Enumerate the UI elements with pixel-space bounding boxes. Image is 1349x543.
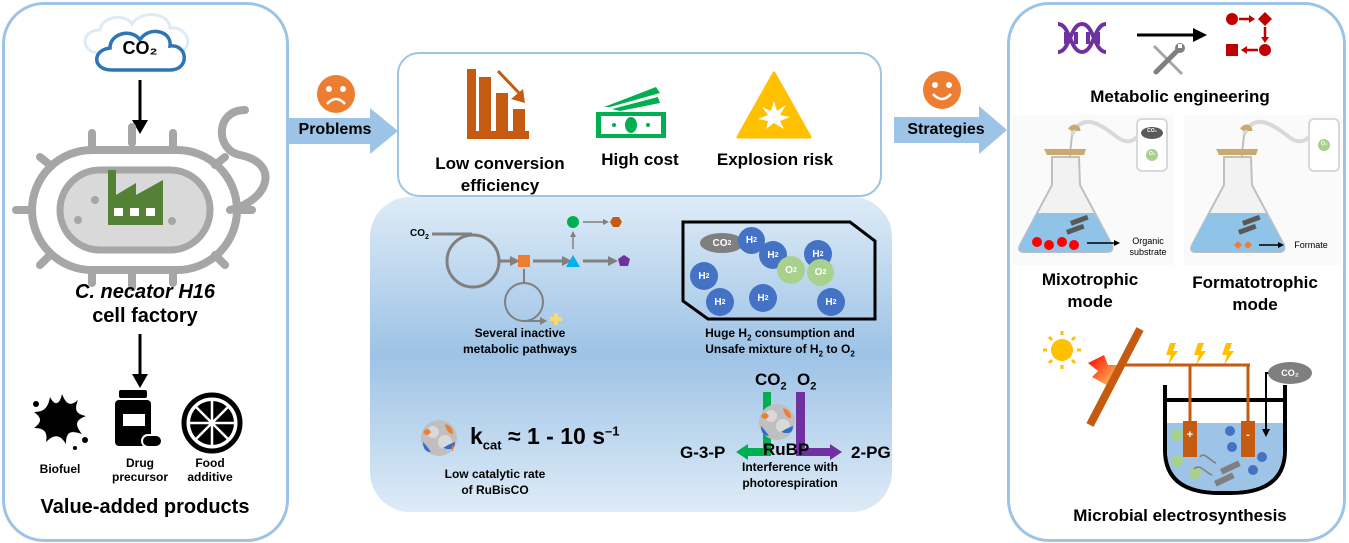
dna-icon: [1057, 21, 1107, 55]
problem-label-cost: High cost: [601, 150, 679, 169]
gas-o2-chip: O₂: [1148, 151, 1156, 157]
problem-label-conversion: Low conversion: [435, 154, 565, 173]
mixotrophic-title-line1: Mixotrophic: [1041, 270, 1139, 289]
photo-right-product: 2-PG: [851, 443, 891, 462]
photo-o2-label: O2: [797, 370, 817, 393]
product-label-biofuel: Biofuel: [39, 462, 81, 476]
explosion-warning-icon: [736, 71, 812, 139]
electrosynthesis-title: Microbial electrosynthesis: [1073, 506, 1287, 525]
problems-arrow: [288, 108, 398, 154]
rubisco-protein-icon: [421, 420, 457, 456]
organism-name: C. necator H16: [74, 281, 216, 303]
formatotrophic-flask-icon: [1190, 118, 1340, 253]
gas-caption-line1: Huge H2 consumption and: [705, 326, 855, 343]
metabolic-pathway-diagram: [432, 216, 630, 325]
arrow-down-icon: [132, 334, 148, 388]
pathway-red-icon: [1226, 12, 1272, 56]
product-label-drug-line2: precursor: [111, 470, 169, 484]
products-title: Value-added products: [40, 496, 250, 518]
organic-substrate-label-line2: substrate: [1129, 247, 1167, 257]
banknote-icon: [596, 87, 666, 138]
metabolic-engineering-label: Metabolic engineering: [1090, 87, 1270, 106]
photo-caption-line1: Interference with: [741, 460, 839, 474]
cloud-co2-label: CO₂: [122, 38, 158, 58]
tools-icon: [1152, 43, 1185, 76]
product-label-drug: Drug: [126, 456, 154, 470]
cathode-minus: -: [1246, 429, 1250, 441]
rubisco-protein-icon: [759, 404, 795, 440]
photo-left-product: G-3-P: [680, 443, 726, 462]
pathway-caption-line2: metabolic pathways: [462, 342, 578, 356]
happy-face-icon: [923, 71, 961, 109]
pathway-co2-label: CO2: [410, 228, 429, 241]
gas-caption-line2: Unsafe mixture of H2 to O2: [705, 342, 855, 359]
ms-co2-label: CO₂: [1281, 368, 1299, 378]
anode-plus: +: [1186, 429, 1194, 441]
organism-subtitle: cell factory: [92, 305, 198, 327]
photo-caption-line2: photorespiration: [742, 476, 838, 490]
splash-icon: [33, 394, 88, 450]
strategies-label: Strategies: [907, 121, 985, 138]
mixotrophic-flask-icon: [1018, 118, 1168, 253]
gas-mixture-container: [681, 220, 877, 321]
photo-co2-label: CO2: [755, 370, 787, 393]
formate-label: Formate: [1294, 240, 1328, 250]
problems-label: Problems: [298, 121, 372, 138]
gas-o2-chip: O₂: [1320, 141, 1328, 147]
formatotrophic-title-line2: mode: [1232, 295, 1278, 314]
arrow-down-icon: [132, 80, 148, 134]
pathway-caption-line1: Several inactive: [474, 326, 566, 340]
citrus-slice-icon: [181, 392, 243, 454]
organic-substrate-label-line1: Organic: [1132, 236, 1164, 246]
declining-bar-chart-icon: [467, 69, 529, 139]
product-label-food: Food: [195, 456, 225, 470]
engineering-arrow-icon: [1137, 28, 1207, 42]
pill-bottle-icon: [115, 390, 163, 448]
rubisco-caption-line1: Low catalytic rate: [444, 467, 546, 481]
co2-cloud-icon: [83, 13, 190, 72]
problem-label-explosion: Explosion risk: [716, 150, 834, 169]
kcat-rate: kcat ≈ 1 - 10 s–1: [470, 423, 620, 453]
sad-face-icon: [317, 75, 355, 113]
rubisco-caption-line2: of RuBisCO: [461, 483, 529, 497]
gas-co2-chip: CO₂: [1147, 128, 1157, 134]
problem-label-conversion-line2: efficiency: [460, 176, 540, 195]
photo-center-rubp: RuBP: [763, 440, 810, 459]
formatotrophic-title-line1: Formatotrophic: [1192, 273, 1318, 292]
factory-icon: [108, 170, 163, 225]
mixotrophic-title-line2: mode: [1067, 292, 1113, 311]
microbial-electrosynthesis-diagram: [1043, 327, 1312, 495]
product-label-food-line2: additive: [187, 470, 233, 484]
sun-icon: [1043, 331, 1081, 369]
strategies-arrow: [894, 106, 1007, 154]
